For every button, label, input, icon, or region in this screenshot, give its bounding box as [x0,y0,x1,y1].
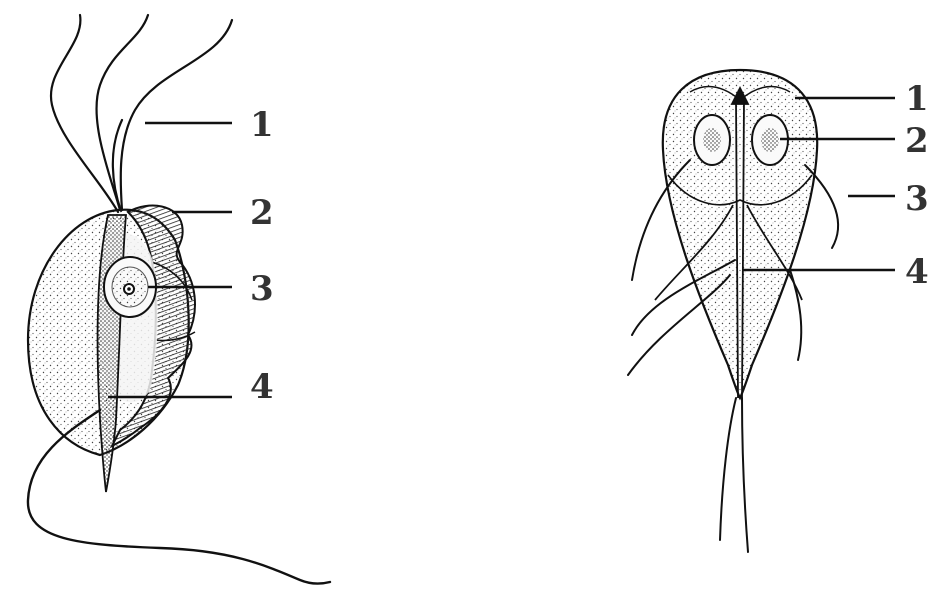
trichomonas-figure: 1 2 3 4 [28,15,330,584]
trichomonas-label-2: 2 [250,193,274,233]
giardia-label-2: 2 [905,121,929,161]
giardia-label-3: 3 [905,179,929,219]
trichomonas-label-1: 1 [250,105,274,145]
anterior-flagella [51,15,232,212]
giardia-figure: 1 2 3 4 [628,70,929,552]
trichomonas-label-4: 4 [250,367,274,407]
giardia-label-1: 1 [905,79,929,119]
trichomonas-label-3: 3 [250,269,274,309]
giardia-label-4: 4 [905,252,929,292]
giardia-body [663,70,817,398]
